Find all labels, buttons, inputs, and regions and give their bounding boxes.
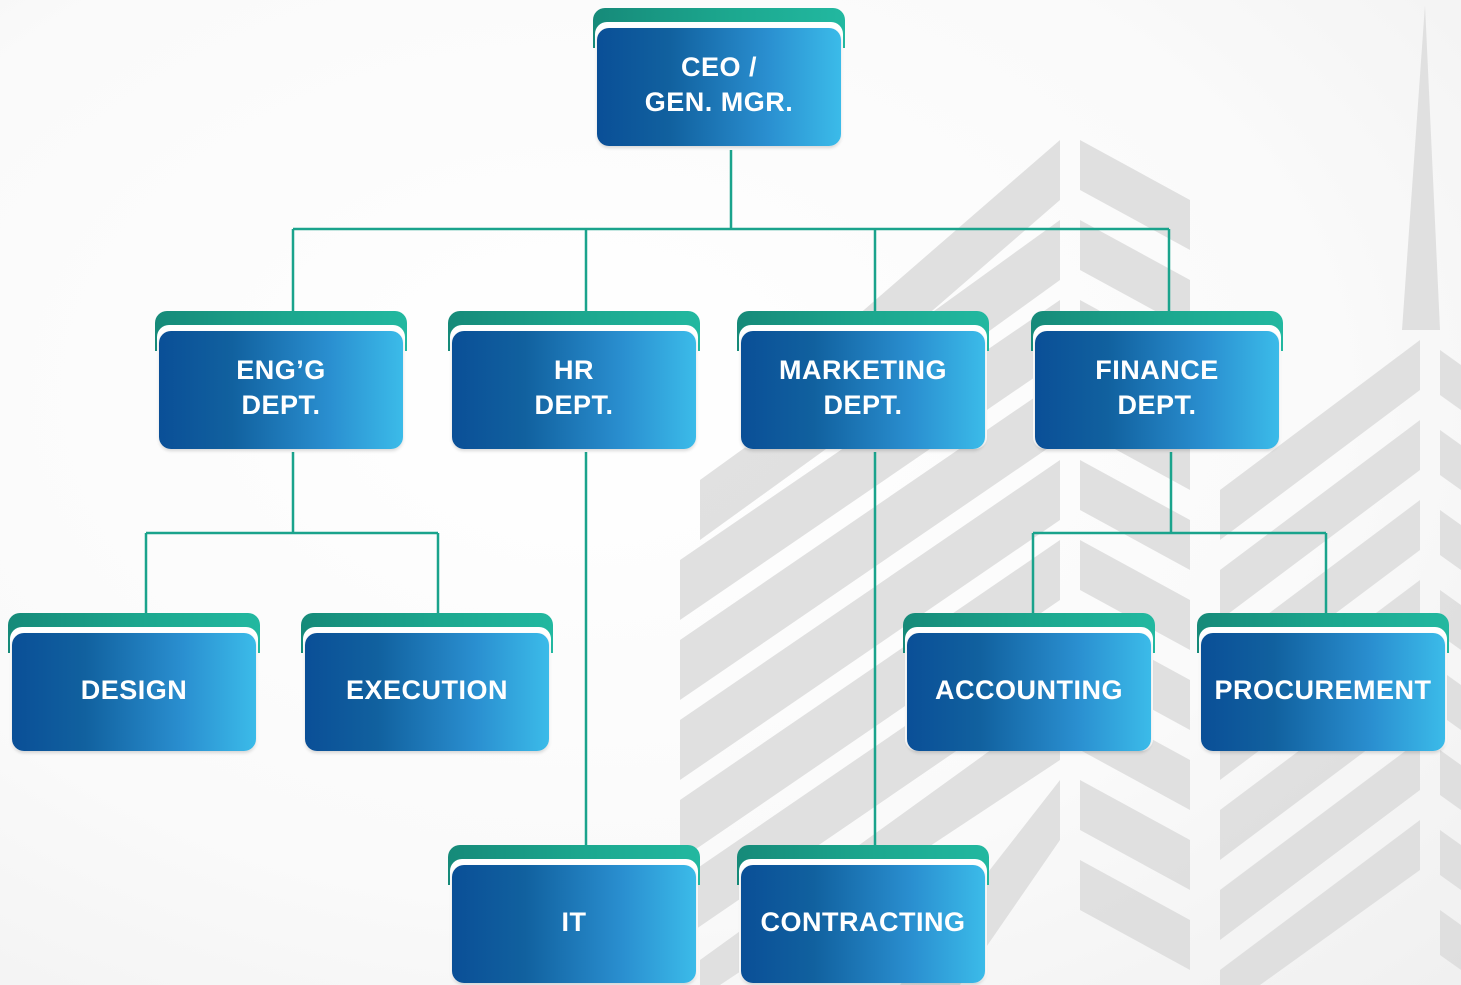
accounting-node: ACCOUNTING xyxy=(903,613,1155,753)
procurement-node: PROCUREMENT xyxy=(1197,613,1449,753)
finance-dept-label: FINANCE DEPT. xyxy=(1095,355,1219,420)
contracting-label: CONTRACTING xyxy=(760,906,966,937)
accounting-label: ACCOUNTING xyxy=(935,674,1123,705)
hr-dept-label: HR DEPT. xyxy=(534,355,614,420)
contracting-node: CONTRACTING xyxy=(737,845,989,985)
eng-dept-node: ENG’G DEPT. xyxy=(155,311,407,451)
design-node: DESIGN xyxy=(8,613,260,753)
marketing-dept-node: MARKETING DEPT. xyxy=(737,311,989,451)
ceo-label: CEO / GEN. MGR. xyxy=(644,52,794,117)
it-node: IT xyxy=(448,845,700,985)
finance-dept-node: FINANCE DEPT. xyxy=(1031,311,1283,451)
design-label: DESIGN xyxy=(80,674,188,705)
eng-dept-label: ENG’G DEPT. xyxy=(236,355,326,420)
marketing-dept-label: MARKETING DEPT. xyxy=(779,355,947,420)
procurement-label: PROCUREMENT xyxy=(1214,674,1432,705)
execution-label: EXECUTION xyxy=(345,674,509,705)
hr-dept-node: HR DEPT. xyxy=(448,311,700,451)
it-label: IT xyxy=(561,906,587,937)
execution-node: EXECUTION xyxy=(301,613,553,753)
ceo-node: CEO / GEN. MGR. xyxy=(593,8,845,148)
